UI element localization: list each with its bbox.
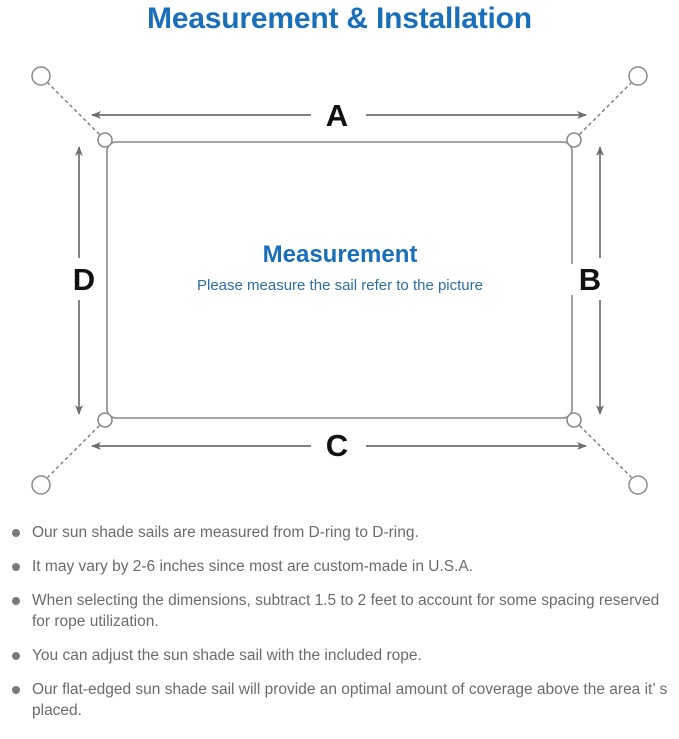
note-item: You can adjust the sun shade sail with t… bbox=[0, 645, 679, 666]
diagram-center-heading: Measurement bbox=[262, 241, 418, 268]
measurement-diagram: A C B D Measurement Please measure the s… bbox=[0, 44, 679, 514]
note-item: Our sun shade sails are measured from D-… bbox=[0, 522, 679, 543]
d-ring-bottom-right bbox=[566, 412, 582, 428]
bullet-icon bbox=[12, 652, 20, 660]
note-text: You can adjust the sun shade sail with t… bbox=[32, 647, 422, 664]
rope-lines bbox=[47, 82, 632, 478]
bullet-icon bbox=[12, 563, 20, 571]
dimension-label-b: B bbox=[570, 264, 610, 295]
anchor-top-right bbox=[628, 66, 648, 86]
notes-list: Our sun shade sails are measured from D-… bbox=[0, 522, 679, 734]
note-item: It may vary by 2-6 inches since most are… bbox=[0, 556, 679, 577]
anchor-bottom-left bbox=[31, 475, 51, 495]
note-item: When selecting the dimensions, subtract … bbox=[0, 590, 679, 632]
corner-d-rings bbox=[97, 132, 582, 428]
dimension-label-d: D bbox=[64, 264, 104, 295]
d-ring-bottom-left bbox=[97, 412, 113, 428]
dimension-label-a: A bbox=[313, 100, 361, 131]
note-text: When selecting the dimensions, subtract … bbox=[32, 592, 660, 630]
bullet-icon bbox=[12, 529, 20, 537]
diagram-svg bbox=[31, 66, 648, 495]
bullet-icon bbox=[12, 597, 20, 605]
rope-bottom-right bbox=[579, 425, 632, 478]
d-ring-top-right bbox=[566, 132, 582, 148]
note-text: Our flat-edged sun shade sail will provi… bbox=[32, 681, 668, 719]
note-text: Our sun shade sails are measured from D-… bbox=[32, 524, 419, 541]
anchor-bottom-right bbox=[628, 475, 648, 495]
d-ring-top-left bbox=[97, 132, 113, 148]
diagram-center-subtext: Please measure the sail refer to the pic… bbox=[197, 277, 483, 294]
bullet-icon bbox=[12, 686, 20, 694]
note-item: Our flat-edged sun shade sail will provi… bbox=[0, 679, 679, 721]
anchor-rings bbox=[31, 66, 648, 495]
rope-bottom-left bbox=[47, 425, 100, 478]
page-title: Measurement & Installation bbox=[147, 2, 532, 35]
anchor-top-left bbox=[31, 66, 51, 86]
rope-top-left bbox=[47, 82, 100, 135]
note-text: It may vary by 2-6 inches since most are… bbox=[32, 558, 474, 575]
dimension-label-c: C bbox=[313, 430, 361, 461]
rope-top-right bbox=[579, 82, 632, 135]
